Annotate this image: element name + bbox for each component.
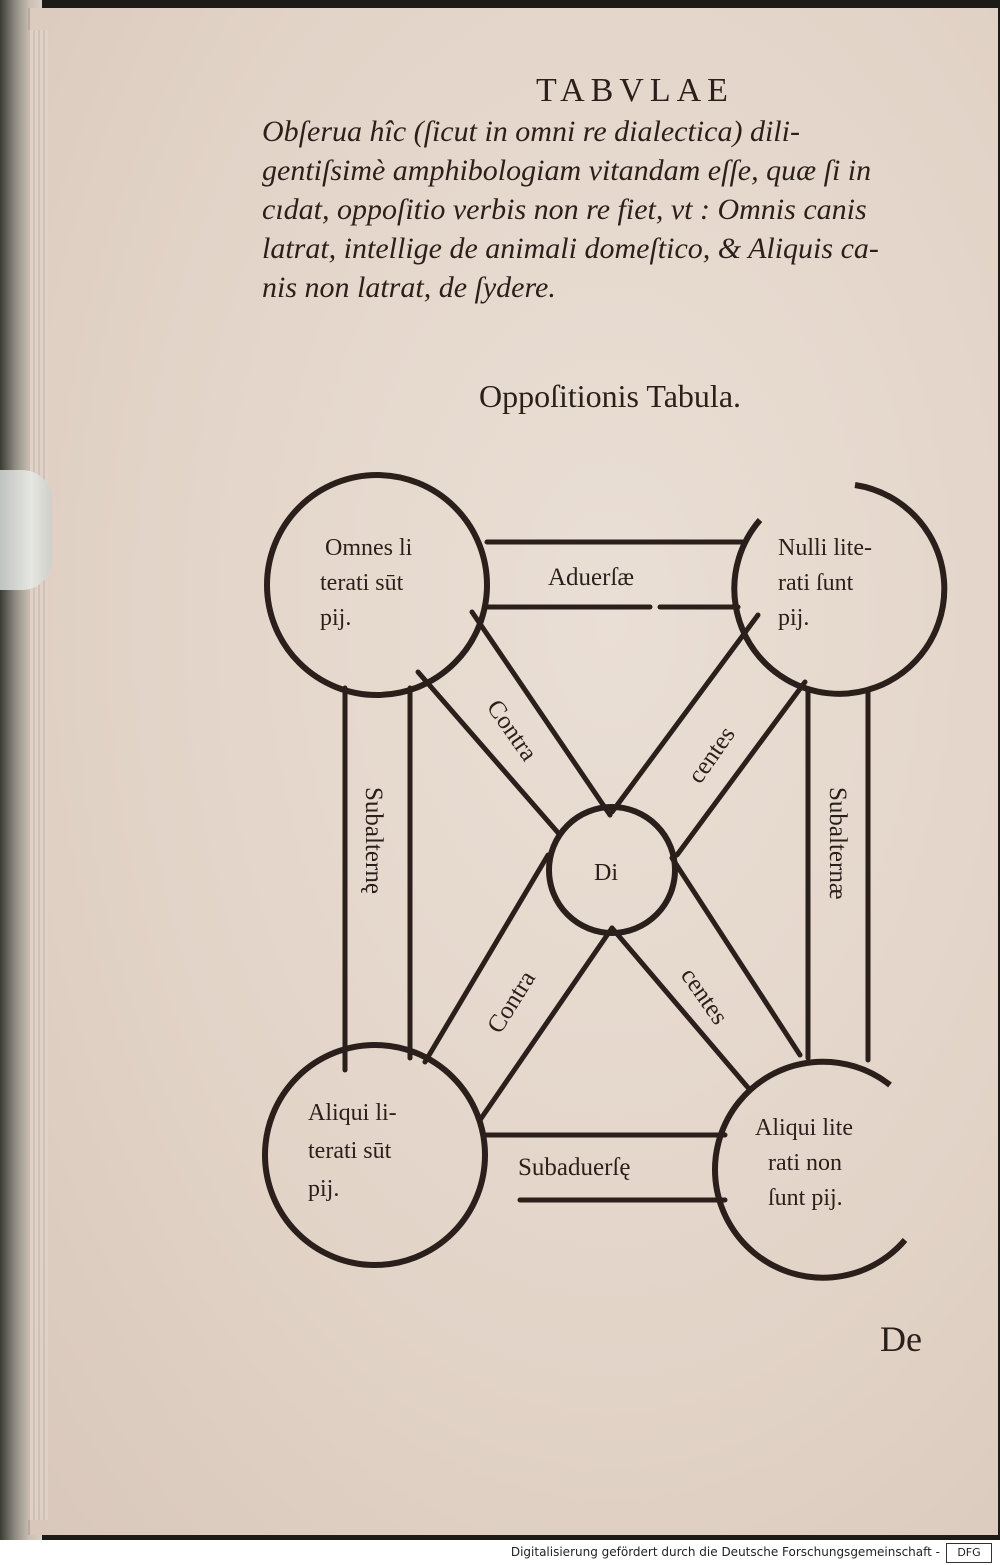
diag-br-b — [669, 855, 803, 1058]
circle-center — [546, 804, 678, 936]
body-line: cıdat, oppoſitio verbis non re fiet, vt … — [262, 193, 867, 226]
table-title: Oppoſitionis Tabula. — [478, 378, 742, 414]
dfg-logo: DFG — [946, 1543, 992, 1563]
circle-top-right — [731, 482, 948, 697]
diag-tr-b — [674, 679, 808, 858]
circle-bottom-left — [262, 1042, 488, 1268]
diag-tl-a — [415, 669, 563, 838]
top-right-line-3: pij. — [778, 605, 809, 631]
left-relation-label: Subalternę — [360, 787, 387, 894]
footer-credit: Digitalisierung gefördert durch die Deut… — [510, 1545, 940, 1559]
bottom-right-line-3: ſunt pij. — [768, 1185, 843, 1211]
top-right-line-1: Nulli lite- — [778, 535, 872, 561]
bottom-right-line-1: Aliqui lite — [755, 1115, 853, 1141]
catchword: De — [880, 1319, 922, 1359]
page — [28, 8, 998, 1535]
body-line: Obſerua hîc (ſicut in omni re dialectica… — [262, 115, 800, 148]
diag-bl-b — [477, 925, 615, 1123]
diag-bl-a — [422, 852, 551, 1065]
diag-lower-right-label: centes — [675, 963, 733, 1030]
diag-br-a — [609, 925, 753, 1093]
top-left-line-3: pij. — [320, 605, 351, 631]
top-left-line-2: terati sūt — [320, 570, 404, 596]
page-header: TABVLAE — [536, 72, 734, 109]
bottom-right-line-2: rati non — [768, 1150, 842, 1176]
diag-tl-b — [469, 609, 613, 818]
bottom-left-line-3: pij. — [308, 1176, 339, 1202]
bottom-left-line-2: terati sūt — [308, 1138, 392, 1164]
diag-lower-left-label: Contra — [482, 966, 541, 1038]
right-relation-label: Subalternæ — [824, 787, 851, 900]
top-relation-label: Aduerſæ — [548, 564, 634, 591]
top-left-line-1: Omnes li — [325, 535, 413, 561]
body-line: latrat, intellige de animali domeſtico, … — [262, 232, 879, 265]
top-right-line-2: rati ſunt — [778, 570, 854, 596]
bottom-left-line-1: Aliqui li- — [308, 1100, 397, 1126]
page-edge — [28, 30, 48, 1520]
bottom-relation-label: Subaduerſę — [518, 1154, 630, 1181]
footer-bar: Digitalisierung gefördert durch die Deut… — [0, 1540, 1000, 1565]
center-label: Di — [594, 860, 618, 886]
circle-bottom-right — [712, 1058, 908, 1281]
circle-top-left — [264, 472, 490, 698]
diag-tr-a — [609, 612, 761, 815]
page-clip — [0, 470, 52, 590]
body-line: nis non latrat, de ſydere. — [262, 271, 556, 304]
body-paragraph: Obſerua hîc (ſicut in omni re dialectica… — [262, 112, 962, 307]
body-line: gentiſsimè amphibologiam vitandam eſſe, … — [262, 154, 872, 187]
